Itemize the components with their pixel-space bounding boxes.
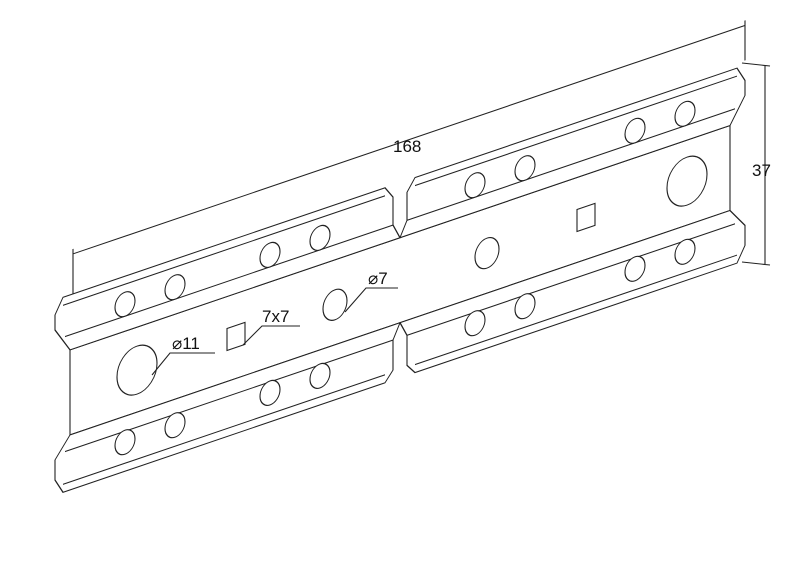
square-hole-left xyxy=(226,321,246,352)
hooks xyxy=(114,100,696,456)
leaders xyxy=(151,287,398,376)
height-dimension-lines xyxy=(741,62,771,266)
length-dimension-lines xyxy=(72,20,746,295)
right-bottom-flange xyxy=(399,209,746,374)
large-hole-left xyxy=(116,344,158,396)
right-top-flange xyxy=(399,67,746,239)
large-hole-right xyxy=(666,155,708,207)
small-hole-label: ⌀7 xyxy=(368,269,388,288)
small-hole-left xyxy=(322,288,348,321)
length-dimension: 168 xyxy=(393,137,421,156)
small-hole-right xyxy=(474,236,500,270)
height-dimension: 37 xyxy=(752,161,771,180)
large-hole-label: ⌀11 xyxy=(172,334,200,353)
rail-strip xyxy=(54,20,746,493)
square-hole-label: 7x7 xyxy=(262,307,289,326)
square-hole-right xyxy=(576,202,596,233)
left-bottom-flange xyxy=(54,321,401,493)
